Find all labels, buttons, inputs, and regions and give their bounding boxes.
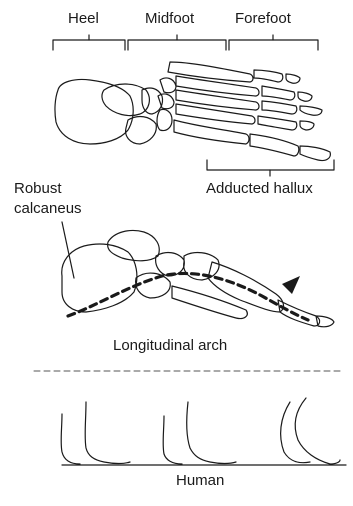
midfoot-label: Midfoot [145,10,194,27]
phalanx-5-distal [286,74,300,83]
phalanx-4-proximal [262,86,295,100]
foot-outline-1-back [61,414,80,464]
metatarsal-2 [176,104,255,124]
phalanx-1-distal [300,146,330,161]
metatarsal-5 [168,62,253,82]
cuneiform-1 [157,109,172,130]
phalanx-5-proximal [254,70,283,82]
calcaneus-pointer-line [62,222,74,278]
adducted-hallux-label: Adducted hallux [206,180,313,197]
metatarsal-3 [176,90,259,110]
foot-outline-3 [295,398,340,464]
region-brackets [53,35,318,50]
phalanx-1-proximal [250,134,299,156]
heel-bracket [53,40,125,50]
cuneiform-3 [160,78,176,93]
robust-calcaneus-label-line2: calcaneus [14,200,82,217]
toes-side [278,300,320,326]
phalanx-2-proximal [258,116,297,130]
cuboid-side [136,273,171,298]
metatarsal-lateral [172,286,247,319]
forefoot-bracket [229,40,318,50]
foot-outline-2-back [163,416,182,464]
forefoot-label: Forefoot [235,10,291,27]
phalanx-3-distal [300,106,322,115]
heel-label: Heel [68,10,99,27]
foot-outline-2 [187,402,236,464]
robust-calcaneus-label-line1: Robust [14,180,62,197]
foot-skeleton-side-view [62,230,334,326]
cuboid-top [126,117,157,144]
human-label: Human [176,472,224,489]
hallux-bracket [207,160,334,170]
calcaneus-top [55,79,133,144]
human-foot-stance [61,398,346,465]
longitudinal-arch-label: Longitudinal arch [113,337,227,354]
metatarsal-1 [174,120,249,144]
cuneiforms-side [184,253,219,280]
cuneiform-2 [158,94,174,109]
phalanx-2-distal [300,121,314,130]
arrowhead-icon [282,276,300,294]
phalanx-3-proximal [262,101,297,114]
phalanx-4-distal [298,92,312,101]
midfoot-bracket [128,40,226,50]
longitudinal-arch-line [68,273,308,320]
foot-outline-1 [85,402,130,464]
foot-skeleton-top-view [55,62,330,161]
